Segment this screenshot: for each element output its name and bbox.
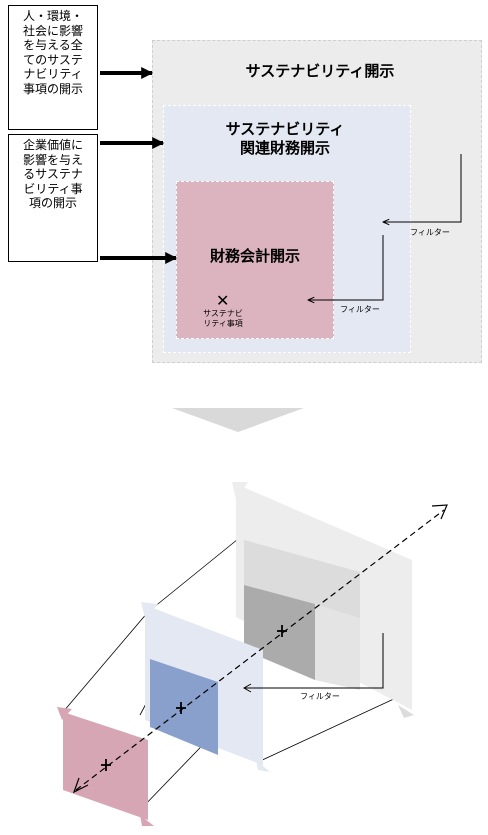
plane-related-financial-dark: [150, 659, 218, 755]
plane-blue-corner-br: [256, 760, 270, 772]
plane-pink-corner-tl: [57, 707, 72, 720]
sustainability-disclosure-title: サステナビリティ開示: [245, 62, 395, 80]
dashed-axis-arrow: [75, 509, 445, 791]
plane-gray-right-strip: [315, 604, 360, 690]
filter-arrow-outer-to-mid: [383, 154, 462, 222]
filter-arrow-bottom-head: [242, 683, 252, 693]
sustainability-related-financial-title: サステナビリティ 関連財務開示: [225, 120, 345, 157]
filter-label-outer: フィルター: [410, 228, 450, 237]
dashed-axis-arrow-head: [431, 504, 448, 520]
callout-enterprise-value-matters: 企業価値に 影響を与え るサステナ ビリティ事 項の開示: [8, 134, 98, 262]
callout-all-sustainability-matters: 人・環境・ 社会に影響 を与える全 てのサステ ナビリティ 事項の開示: [8, 5, 98, 130]
plane-blue-corner-tl: [141, 602, 158, 618]
intersection-marks: [101, 625, 287, 771]
dashed-axis-arrow-tail: [72, 777, 89, 794]
filter-arrow-bottom: [244, 633, 384, 689]
plane-pink-corner-br: [140, 815, 154, 826]
sustainability-matter-x-mark: ✕: [216, 291, 230, 310]
plane-gray-corner-br: [398, 705, 414, 718]
filter-arrow-mid-to-inner: [308, 235, 384, 300]
filter-label-bottom: フィルター: [300, 692, 340, 701]
financial-accounting-title: 財務会計開示: [209, 247, 300, 265]
filter-label-mid: フィルター: [340, 305, 380, 314]
plane-gray-corner-tl: [232, 482, 248, 500]
sustainability-matter-label: サステナビ リティ事項: [203, 309, 243, 328]
